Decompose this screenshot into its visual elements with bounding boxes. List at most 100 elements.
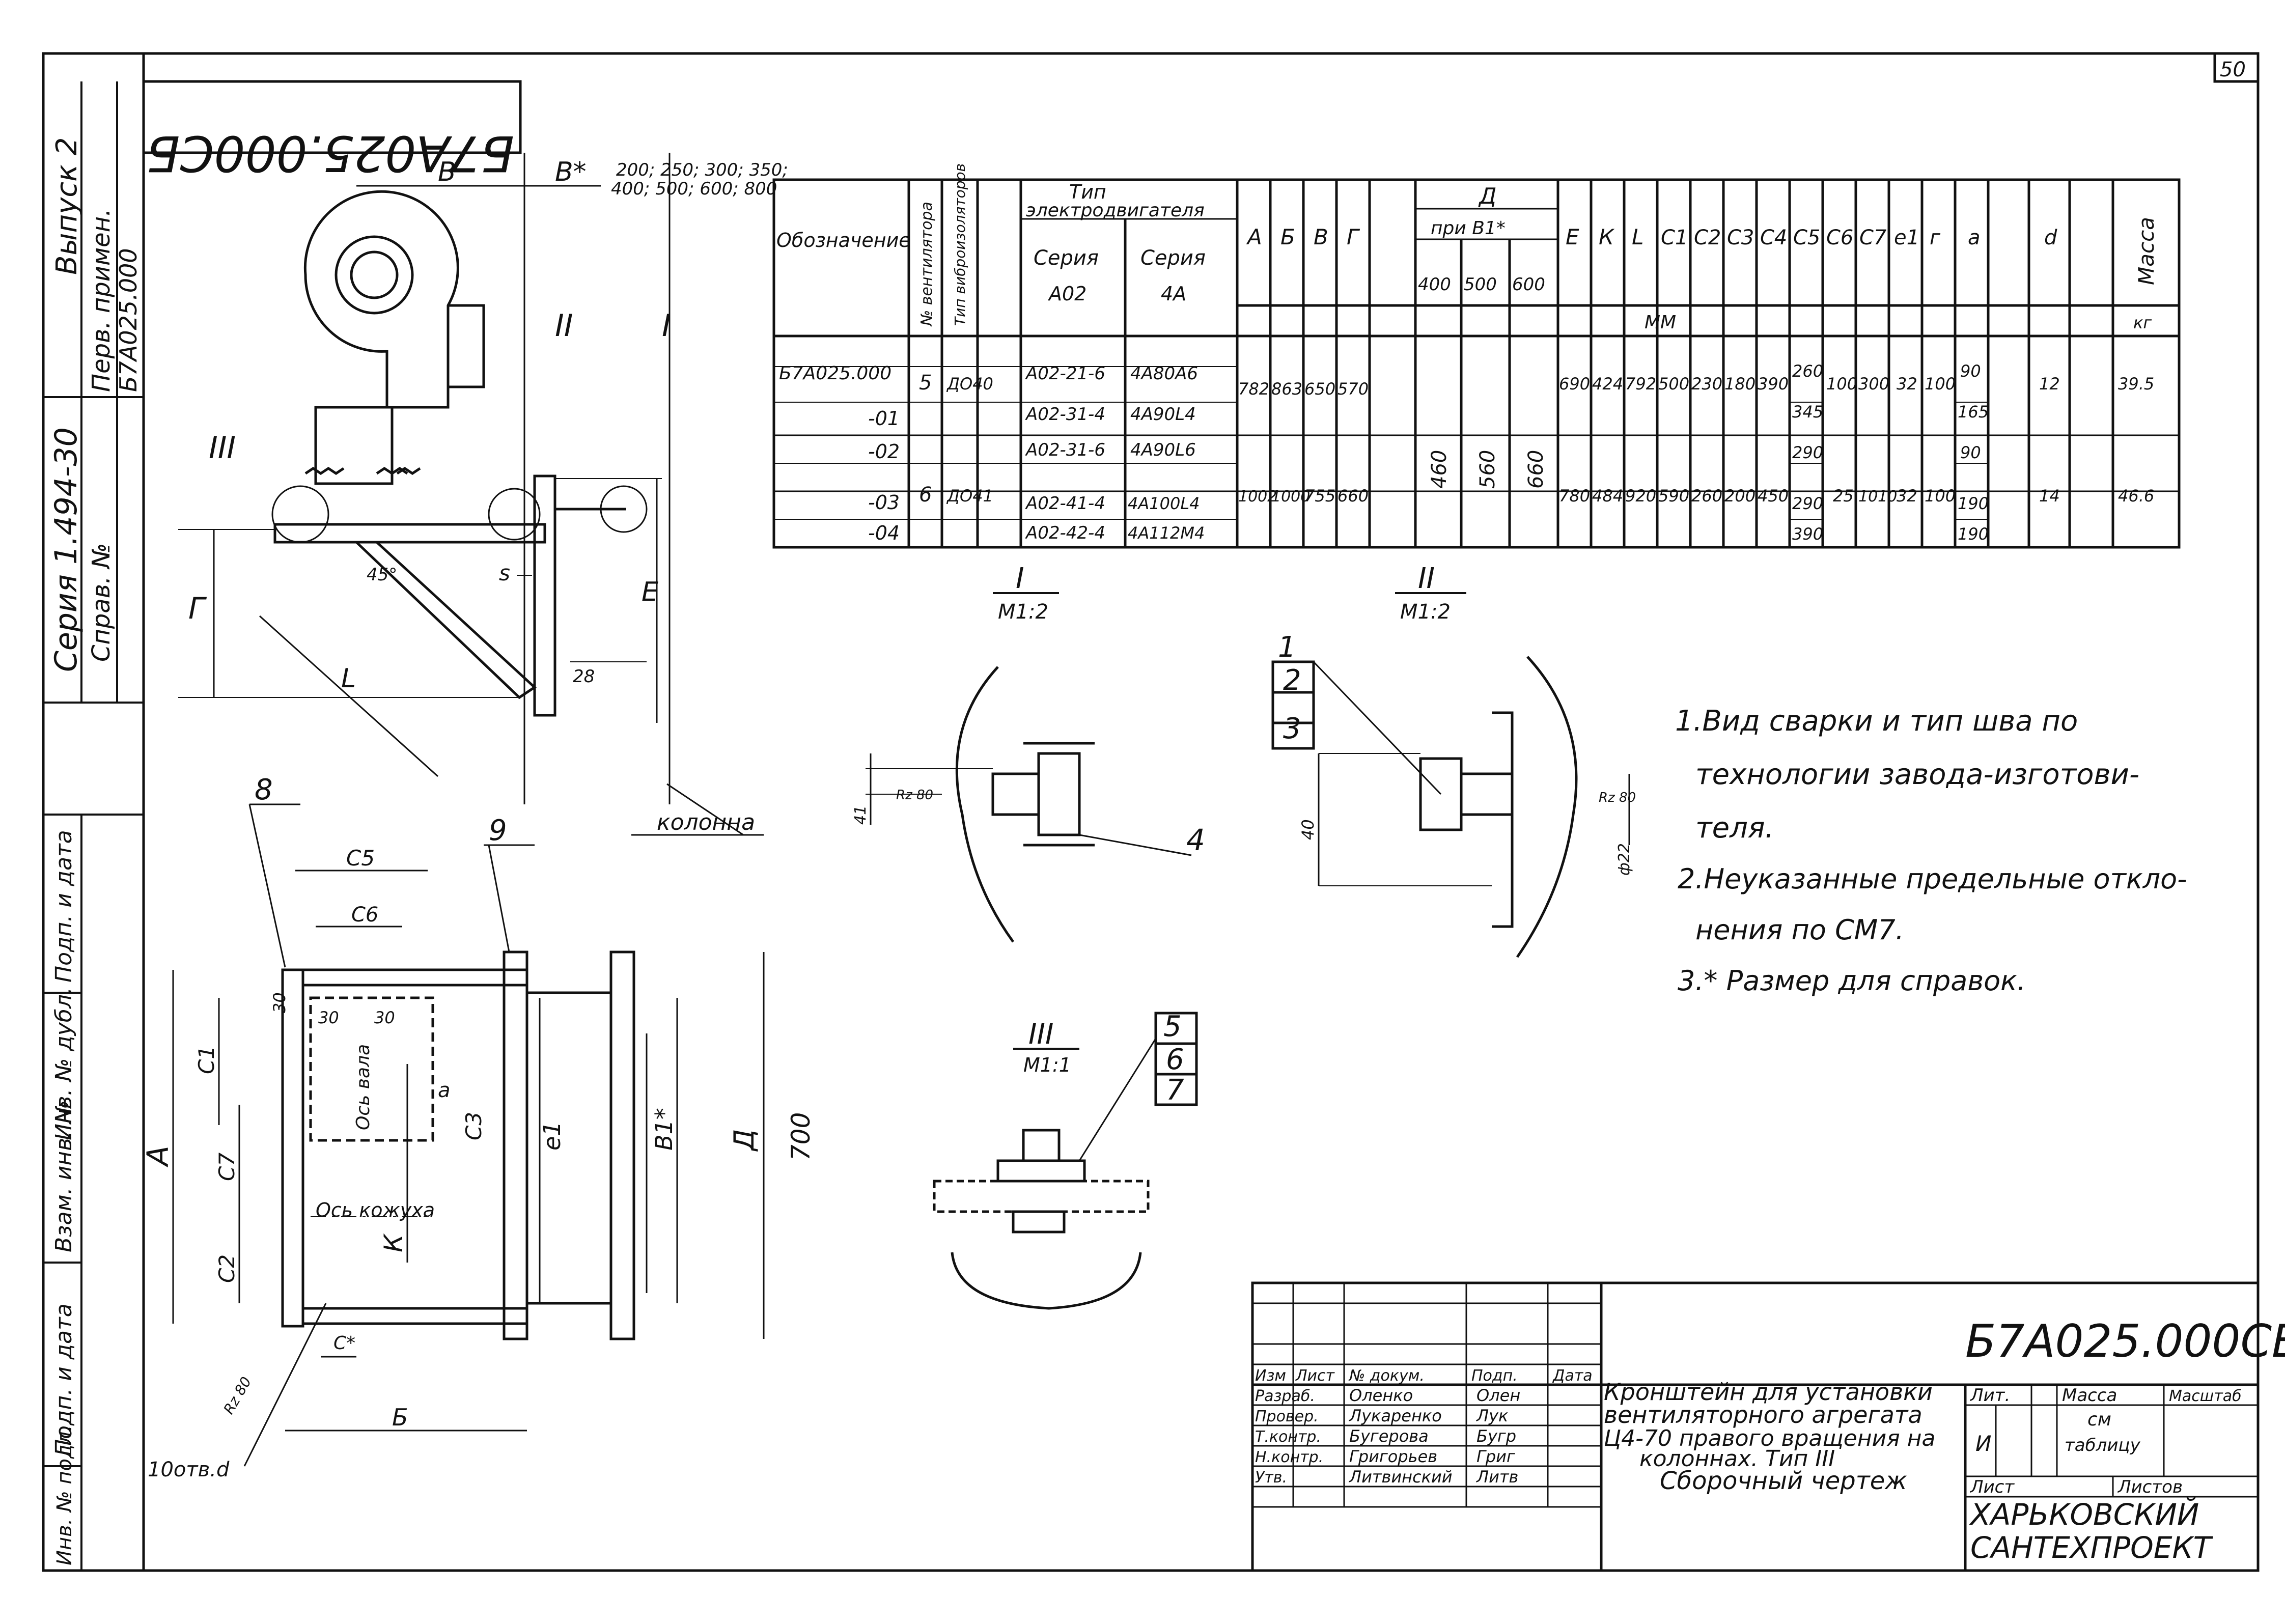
det3-pos5: 5	[1163, 1010, 1182, 1043]
strip-cell-4: Подп. и дата	[51, 1303, 77, 1456]
g2-a: 100	[1925, 486, 1956, 506]
g1-C3b: 345	[1792, 402, 1823, 422]
det3-label: III	[1028, 1018, 1054, 1051]
tb-masshtab: Масштаб	[2169, 1387, 2242, 1405]
g1-K: 424	[1592, 374, 1623, 394]
det2-rz: Rz 80	[1599, 790, 1636, 805]
det2-label: II	[1418, 562, 1435, 595]
tb-sig-4: Григ	[1476, 1447, 1515, 1466]
det2-scale: М1:2	[1400, 600, 1451, 624]
dim-30-b: 30	[318, 1008, 339, 1027]
th-D-400: 400	[1418, 274, 1451, 295]
dim-c5: C5	[346, 846, 375, 871]
b-star-values-1: 200; 250; 300; 350;	[616, 160, 788, 180]
row0-des: Б7А025.000	[779, 363, 891, 384]
th-g: г	[1930, 226, 1941, 249]
det1-scale: М1:2	[998, 600, 1048, 624]
g1-C2: 230	[1691, 374, 1722, 394]
dim-A: А	[141, 1145, 175, 1168]
th-E: Е	[1566, 225, 1579, 249]
g1-B: 863	[1271, 379, 1302, 399]
g1-C7b: 165	[1958, 402, 1989, 422]
tb-role-2: Провер.	[1255, 1408, 1319, 1425]
tb-massa: Масса	[2062, 1385, 2117, 1406]
tb-name-5: Литвинский	[1349, 1467, 1453, 1487]
row4-4a: 4А112М4	[1128, 523, 1205, 543]
g1-damper: ДО40	[946, 374, 993, 394]
d-400-val: 460	[1428, 450, 1451, 489]
detail-III	[933, 1012, 1198, 1310]
d-600-val: 660	[1524, 450, 1548, 489]
g1-G: 570	[1337, 379, 1369, 399]
dim-700: 700	[786, 1112, 816, 1161]
tb-sig-2: Лук	[1476, 1406, 1509, 1425]
tb-name-2: Лукаренко	[1349, 1406, 1442, 1425]
tb-title-2: вентиляторного агрегата	[1604, 1401, 1922, 1429]
row0-a02: А02-21-6	[1025, 363, 1105, 384]
title-block-grid	[1251, 1281, 2260, 1572]
th-C3: C3	[1727, 226, 1754, 249]
callout-I: I	[662, 308, 671, 344]
th-series-4a-v: 4А	[1161, 283, 1186, 305]
tb-lit: Лит.	[1969, 1385, 2010, 1406]
g2-B: 1000	[1271, 488, 1310, 506]
g1-L: 792	[1625, 374, 1656, 394]
side-view	[178, 153, 764, 836]
g2-E: 780	[1559, 486, 1590, 506]
dim-K: К	[379, 1233, 408, 1252]
det2-phi: ф22	[1615, 843, 1633, 876]
dim-c6: C6	[351, 903, 378, 927]
row2-a02: А02-31-6	[1025, 440, 1105, 460]
dim-B-plan: Б	[392, 1404, 408, 1431]
th-unit-mm: ММ	[1645, 312, 1676, 333]
tb-hdr-list: Лист	[1295, 1367, 1335, 1385]
g2-A: 1002	[1238, 488, 1277, 506]
notes: 1.Вид сварки и тип шва по технологии зав…	[1675, 705, 2187, 997]
row3-a02: А02-41-4	[1025, 493, 1105, 514]
th-L: L	[1632, 225, 1643, 249]
dim-G: Г	[188, 591, 207, 626]
g2-damper: ДО41	[946, 486, 993, 506]
dim-c3: C3	[461, 1112, 486, 1140]
dim-B: В	[438, 157, 456, 187]
data-table-grid	[772, 178, 2181, 549]
g1-a: 100	[1925, 374, 1956, 394]
g1-C6: 100	[1826, 374, 1857, 394]
strip-cell-5: Инв. № подл.	[53, 1425, 76, 1565]
det3-scale: М1:1	[1023, 1054, 1071, 1076]
detail-II	[1271, 592, 1630, 958]
sheet-frame	[42, 52, 2260, 1572]
th-a: а	[1968, 226, 1981, 249]
tb-role-4: Н.контр.	[1255, 1448, 1323, 1466]
g1-A: 782	[1238, 379, 1269, 399]
pos-8: 8	[255, 773, 273, 806]
th-series-a02: Серия	[1034, 246, 1099, 270]
th-series-a02-v: А02	[1047, 283, 1086, 305]
th-damper: Тип виброизоляторов	[952, 163, 968, 326]
th-e1: e1	[1894, 226, 1919, 249]
row3-4a: 4А100L4	[1128, 494, 1200, 513]
g2-mass: 46.6	[2118, 486, 2154, 506]
g2-e1: 1010	[1858, 488, 1897, 506]
d-500-val: 560	[1476, 450, 1499, 489]
g2-C7a: 90	[1960, 443, 1981, 462]
dim-D-plan: Д	[728, 1129, 760, 1152]
th-C4: C4	[1760, 226, 1787, 249]
det1-dim: 41	[852, 805, 870, 825]
tb-role-5: Утв.	[1255, 1469, 1287, 1487]
tb-lit-val: И	[1975, 1431, 1991, 1456]
tb-role-1: Разраб.	[1255, 1387, 1315, 1405]
note-line-3: теля.	[1695, 811, 1774, 845]
detail-I	[866, 592, 1192, 943]
th-col-G: Г	[1347, 225, 1360, 249]
tb-massa-val: см	[2087, 1409, 2111, 1430]
vypusk-label: Выпуск 2	[50, 137, 83, 275]
sheet-number: 50	[2220, 58, 2246, 81]
dim-E: Е	[642, 577, 658, 607]
callout-III: III	[209, 430, 236, 466]
casing-axis-label: Ось кожуха	[316, 1199, 435, 1221]
row2-4a: 4А90L6	[1130, 440, 1196, 460]
tb-name-1: Оленко	[1349, 1386, 1413, 1405]
rotated-stamp: Б7А025.000СБ	[142, 80, 522, 182]
dim-c-star: С*	[333, 1333, 355, 1354]
